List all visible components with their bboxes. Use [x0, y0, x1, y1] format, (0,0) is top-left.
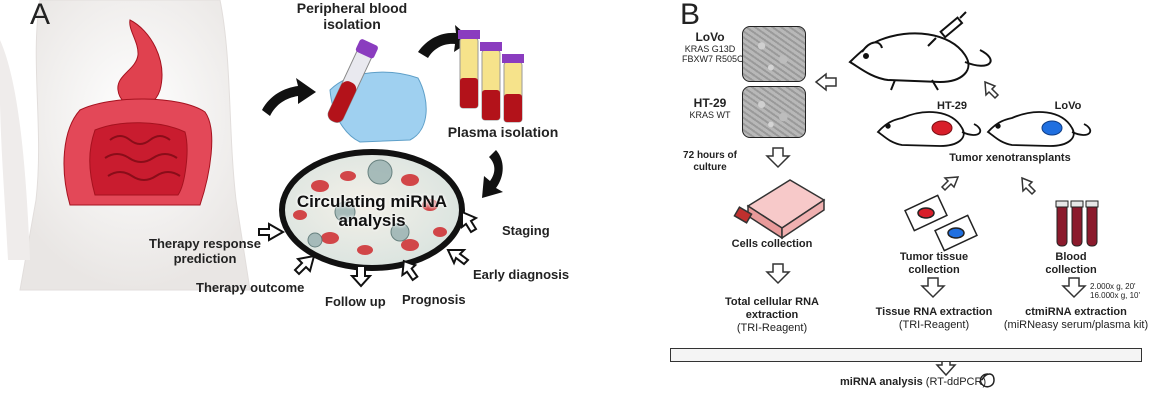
ht29-micrograph [742, 86, 806, 138]
blood-collection-line-2: collection [1045, 264, 1097, 276]
left-arm [0, 40, 30, 260]
ctmirna-label: ctmiRNA extraction (miRNeasy serum/plasm… [1004, 306, 1148, 332]
ctmirna-line: ctmiRNA extraction [1025, 306, 1127, 318]
culture-flask-icon [733, 179, 826, 240]
arrow-staging [461, 210, 479, 234]
arrow-culture [765, 147, 791, 169]
tissue-rna-line: Tissue RNA extraction [875, 306, 993, 318]
total-rna-reagent: (TRI-Reagent) [736, 322, 808, 334]
arrow-to-analysis [482, 150, 503, 198]
arrow-cells [765, 263, 791, 285]
tumor-lovo-icon [1041, 120, 1063, 136]
arrow-prognosis [401, 259, 419, 282]
tissue-reagent: (TRI-Reagent) [898, 319, 970, 331]
arrow-tissue-2 [920, 277, 946, 299]
lovo-label: LoVo KRAS G13D FBXW7 R505C [682, 30, 744, 64]
ht29-label: HT-29 KRAS WT [682, 96, 738, 120]
mirna-analysis-method: (RT-ddPCR) [922, 376, 987, 388]
flow-arrows [765, 72, 1087, 377]
blood-collection-line-1: Blood [1055, 251, 1087, 263]
arrow-mouse-down [984, 80, 1000, 100]
circulating-line-1: Circulating miRNA [296, 192, 448, 211]
arrow-to-blood [262, 78, 316, 116]
panel-b-graphics [733, 11, 1099, 388]
cells-collection-label: Cells collection [731, 238, 813, 250]
total-rna-line-2: extraction [745, 309, 799, 321]
arrow-blood-1 [1021, 176, 1037, 196]
lovo-name: LoVo [695, 30, 725, 44]
tumor-ht29-icon [931, 120, 953, 136]
arrow-therapy-response [258, 222, 286, 242]
peripheral-blood-line-1: Peripheral blood [296, 0, 408, 16]
blood-cells-icon [293, 171, 447, 255]
tissue-dishes-icon [904, 194, 978, 252]
arrow-therapy-outcome [293, 254, 316, 276]
peripheral-blood-label: Peripheral blood isolation [297, 0, 407, 32]
panel-a-graphics [0, 0, 524, 291]
arrow-follow-up [349, 265, 373, 288]
ht29-mutation: KRAS WT [689, 110, 731, 120]
circulating-mirna-plate [279, 149, 465, 271]
analysis-bar [670, 348, 1142, 362]
circulating-line-2: analysis [338, 211, 406, 230]
mouse-lovo-icon [986, 111, 1092, 147]
blood-collection-label: Blood collection [1045, 251, 1096, 277]
peripheral-blood-line-2: isolation [323, 16, 381, 32]
ctmirna-kit: (miRNeasy serum/plasma kit) [1003, 319, 1149, 331]
therapy-response-label: Therapy response prediction [149, 236, 261, 266]
arrow-tissue-1 [940, 176, 960, 192]
digestive-organs-icon [63, 19, 213, 206]
mouse-icon [848, 32, 992, 91]
follow-up-label: Follow up [325, 294, 386, 309]
xenotransplants-label: Tumor xenotransplants [949, 152, 1071, 164]
culture-line-2: culture [693, 162, 727, 173]
total-rna-line-1: Total cellular RNA [725, 296, 819, 308]
panel-b-label: B [680, 0, 701, 31]
early-diagnosis-label: Early diagnosis [473, 267, 570, 282]
mouse-ht29-icon [876, 111, 982, 147]
lovo-micrograph [742, 26, 806, 82]
culture-line-1: 72 hours of [683, 150, 737, 161]
total-rna-label: Total cellular RNA extraction (TRI-Reage… [725, 296, 819, 335]
arrow-early-diagnosis [446, 249, 470, 266]
ht29-name: HT-29 [693, 96, 727, 110]
tissue-rna-label: Tissue RNA extraction (TRI-Reagent) [876, 306, 993, 332]
arrow-to-mouse [814, 72, 837, 92]
therapy-response-line-1: Therapy response [149, 236, 261, 251]
therapy-response-line-2: prediction [173, 251, 237, 266]
mouse-ht29-label: HT-29 [937, 100, 967, 112]
mirna-analysis-bold: miRNA analysis [840, 376, 923, 388]
culture-label: 72 hours of culture [683, 150, 737, 174]
therapy-outcome-label: Therapy outcome [196, 280, 305, 295]
plasma-isolation-label: Plasma isolation [447, 124, 559, 140]
tissue-collection-line-2: collection [908, 264, 960, 276]
outcome-arrows [258, 210, 479, 288]
mirna-analysis-label: miRNA analysis (RT-ddPCR) [840, 376, 986, 388]
tissue-collection-label: Tumor tissue collection [900, 251, 968, 277]
rna-icon [979, 373, 995, 388]
spin-line-2: 16.000x g, 10' [1090, 291, 1141, 300]
prognosis-label: Prognosis [402, 292, 466, 307]
arrow-blood-2 [1061, 277, 1087, 299]
lovo-mutation-1: KRAS G13D [684, 44, 736, 54]
plasma-tubes-icon [458, 30, 524, 123]
staging-label: Staging [502, 223, 550, 238]
blood-tubes-icon [1055, 200, 1099, 247]
mouse-lovo-label: LoVo [1054, 100, 1082, 112]
spin-line-1: 2.000x g, 20' [1090, 282, 1136, 291]
lovo-mutation-2: FBXW7 R505C [682, 54, 744, 64]
syringe-icon [927, 11, 967, 47]
centrifuge-settings: 2.000x g, 20' 16.000x g, 10' [1090, 282, 1140, 300]
circulating-mirna-label: Circulating miRNA analysis [297, 192, 447, 230]
blood-tube-icon [327, 39, 427, 143]
panel-a-label: A [30, 0, 51, 31]
tissue-collection-line-1: Tumor tissue [899, 251, 969, 263]
